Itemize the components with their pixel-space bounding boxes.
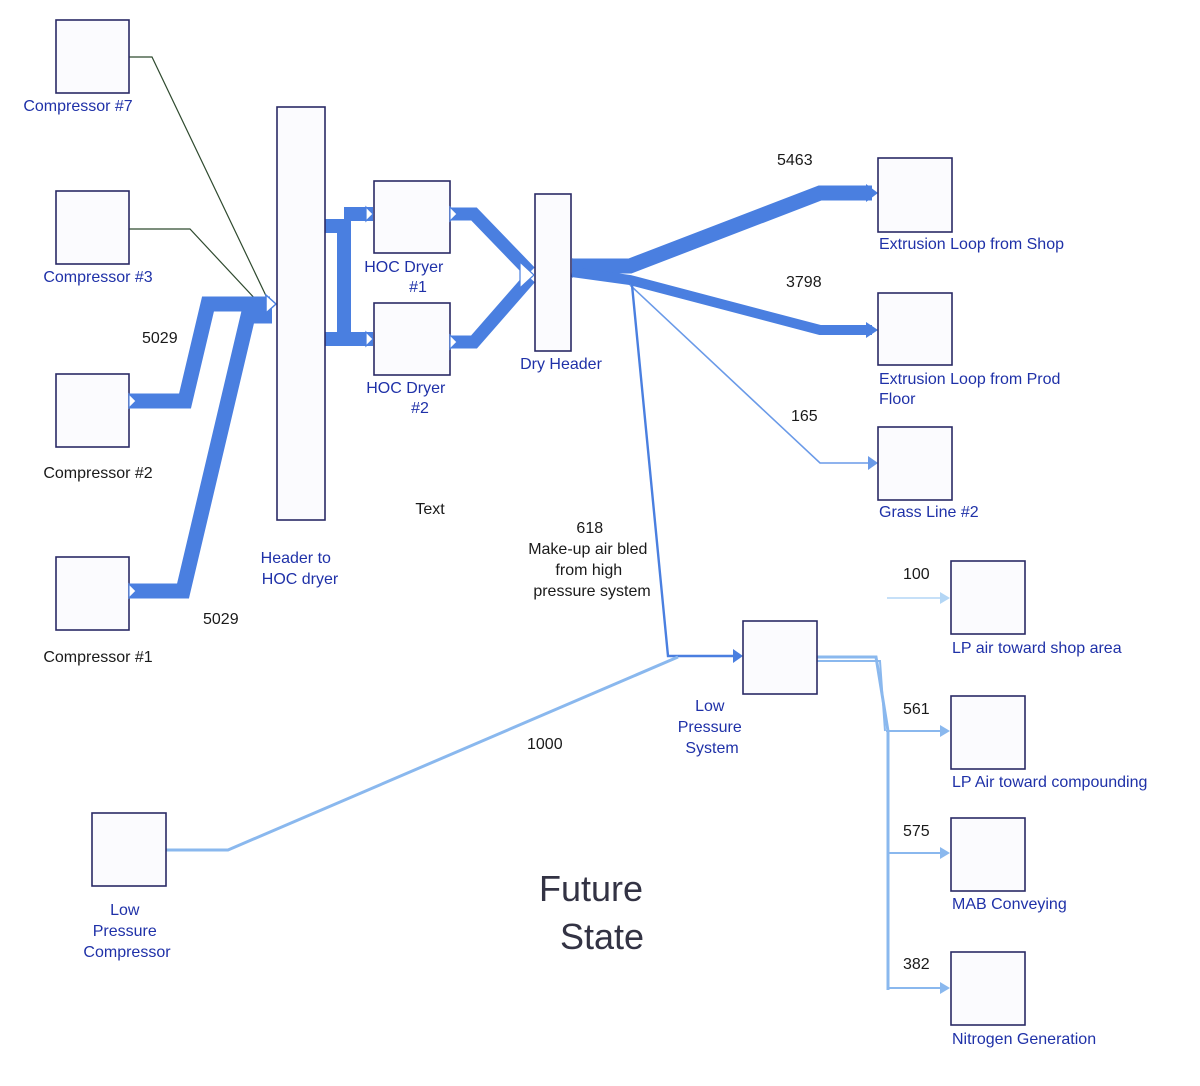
compressor-3-box xyxy=(55,190,130,265)
lp-shop-box xyxy=(950,560,1026,635)
label-compressor-1: Compressor #1 xyxy=(43,649,152,666)
label-lp-compounding: LP Air toward compounding xyxy=(952,774,1147,791)
connector-compressor-1 xyxy=(128,582,137,600)
connector-dry-header-out xyxy=(572,258,584,278)
value-comp2-to-header: 5029 xyxy=(142,330,178,347)
label-hoc-dryer-2: HOC Dryer #2 xyxy=(366,380,450,417)
compressor-1-box xyxy=(55,556,130,631)
grass-line-box xyxy=(877,426,953,501)
flow-dryer-1-to-dry-header xyxy=(450,207,535,277)
value-to-lp-shop: 100 xyxy=(903,566,930,583)
flow-to-grass-line xyxy=(629,284,870,464)
connector-dryer-2-in xyxy=(365,330,374,348)
arrowhead-grass-line xyxy=(868,456,878,470)
compressor-2-box xyxy=(55,373,130,448)
header-hoc-box xyxy=(276,106,326,521)
label-extrusion-prod: Extrusion Loop from Prod Floor xyxy=(879,371,1065,408)
connector-dryer-1-in xyxy=(365,205,374,223)
flow-compressor-7 xyxy=(129,56,269,301)
label-dry-header: Dry Header xyxy=(520,356,602,373)
value-to-lp-compounding: 561 xyxy=(903,701,930,718)
flow-lp-branch-a xyxy=(817,655,890,990)
connector-dryer-2-out xyxy=(449,333,458,351)
value-to-extrusion-prod: 3798 xyxy=(786,274,822,291)
value-comp1-to-header: 5029 xyxy=(203,611,239,628)
hoc-dryer-2-box xyxy=(373,302,451,376)
flow-to-extrusion-prod xyxy=(571,267,872,335)
extrusion-shop-box xyxy=(877,157,953,233)
flow-dryer-2-to-dry-header xyxy=(450,273,535,349)
lp-compressor-box xyxy=(91,812,167,887)
node-labels: Compressor #7 Compressor #3 Compressor #… xyxy=(23,98,1147,1048)
lp-compounding-box xyxy=(950,695,1026,770)
label-compressor-7: Compressor #7 xyxy=(23,98,132,115)
value-lp-compressor: 1000 xyxy=(527,736,563,753)
label-lp-compressor: Low Pressure Compressor xyxy=(83,902,171,961)
flow-compressor-2 xyxy=(130,296,270,409)
label-grass-line: Grass Line #2 xyxy=(879,504,979,521)
flow-compressor-3 xyxy=(129,228,259,303)
flow-to-extrusion-shop xyxy=(572,185,872,274)
dry-header-box xyxy=(534,193,572,352)
value-makeup-air: 618 Make-up air bled from high pressure … xyxy=(528,520,652,600)
flow-header-to-dryers xyxy=(325,219,351,346)
connector-compressor-2 xyxy=(128,392,137,410)
label-extrusion-shop: Extrusion Loop from Shop xyxy=(879,236,1064,253)
value-to-nitrogen: 382 xyxy=(903,956,930,973)
lp-system-box xyxy=(742,620,818,695)
compressor-7-box xyxy=(55,19,130,94)
label-mab-conveying: MAB Conveying xyxy=(952,896,1067,913)
connector-marks xyxy=(128,205,584,600)
label-header-hoc: Header to HOC dryer xyxy=(261,550,339,588)
flow-makeup-air xyxy=(630,284,736,658)
flow-compressor-1 xyxy=(130,308,272,599)
value-to-mab: 575 xyxy=(903,823,930,840)
arrowhead-compressor-2 xyxy=(265,293,278,315)
value-to-extrusion-shop: 5463 xyxy=(777,152,813,169)
nitrogen-box xyxy=(950,951,1026,1026)
flow-lp-branch-b xyxy=(817,660,886,732)
label-lp-system: Low Pressure System xyxy=(678,698,746,757)
hoc-dryer-1-box xyxy=(373,180,451,254)
arrowhead-nitrogen xyxy=(940,982,950,994)
flows xyxy=(129,56,950,994)
flow-value-labels: 5029 5029 5463 3798 165 618 Make-up air … xyxy=(142,152,930,973)
flow-lp-compressor xyxy=(166,655,679,852)
value-to-grass-line: 165 xyxy=(791,408,818,425)
label-nitrogen: Nitrogen Generation xyxy=(952,1031,1096,1048)
mab-conveying-box xyxy=(950,817,1026,892)
arrowhead-extrusion-shop xyxy=(866,184,878,202)
extrusion-prod-box xyxy=(877,292,953,366)
label-hoc-dryer-1: HOC Dryer #1 xyxy=(364,259,448,296)
arrowhead-lp-shop xyxy=(940,592,950,604)
connector-dry-header-in xyxy=(519,260,535,290)
stray-text-label: Text xyxy=(415,501,445,518)
connector-dryer-1-out xyxy=(449,205,458,223)
arrowhead-makeup-air xyxy=(733,649,743,663)
arrowhead-extrusion-prod xyxy=(866,322,878,338)
arrowhead-mab xyxy=(940,847,950,859)
label-compressor-2: Compressor #2 xyxy=(43,465,152,482)
label-lp-shop: LP air toward shop area xyxy=(952,640,1122,657)
label-compressor-3: Compressor #3 xyxy=(43,269,152,286)
nodes xyxy=(55,19,1026,1026)
arrowhead-lp-compounding xyxy=(940,725,950,737)
diagram-title: Future State xyxy=(539,868,653,957)
